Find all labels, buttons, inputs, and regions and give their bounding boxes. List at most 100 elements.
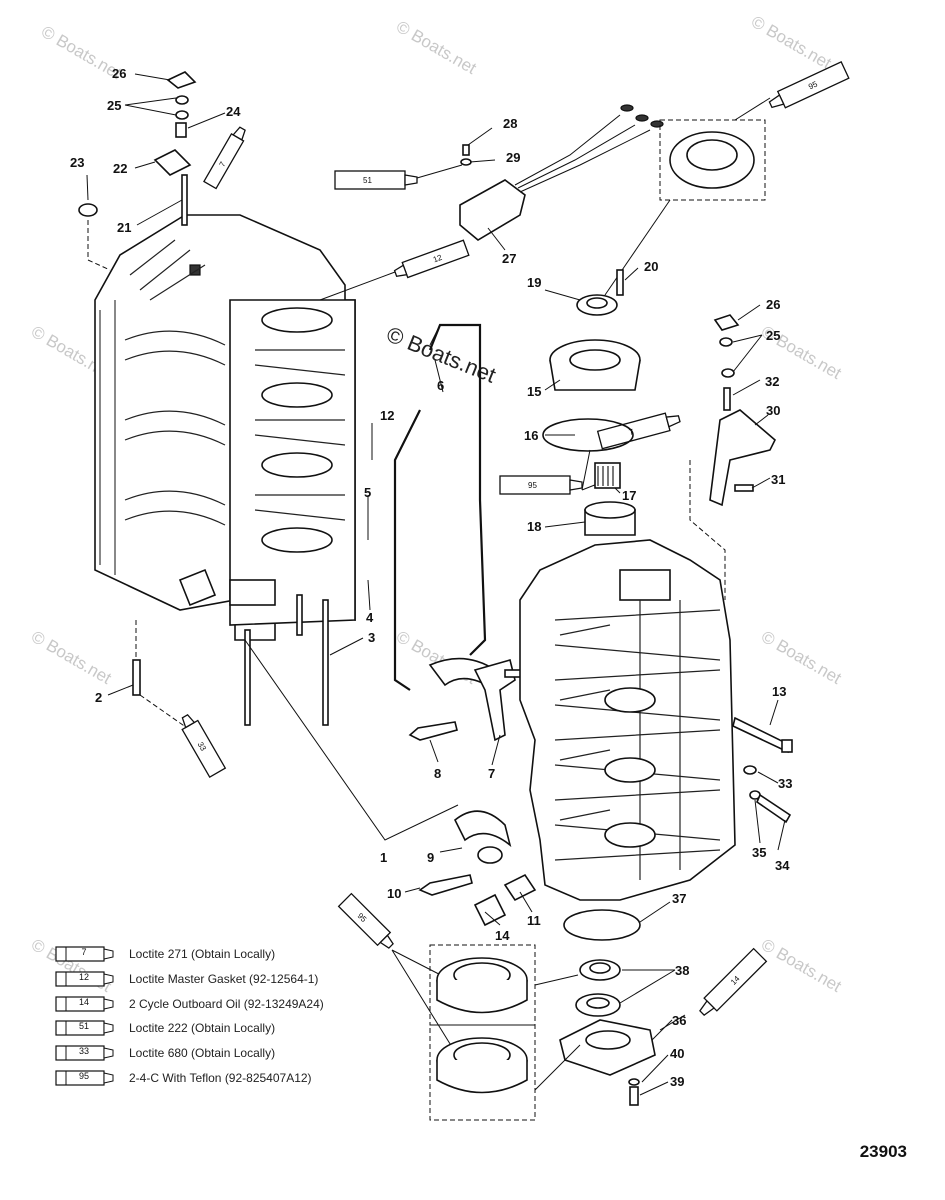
callout: 36 — [672, 1013, 686, 1028]
legend-label: 2 Cycle Outboard Oil (92-13249A24) — [129, 996, 324, 1011]
leader-lines — [86, 73, 786, 1096]
legend-label: 2-4-C With Teflon (92-825407A12) — [129, 1070, 312, 1085]
leader-1 — [244, 639, 459, 841]
lower-bearing-parts — [559, 909, 656, 1106]
callout: 18 — [527, 519, 541, 534]
callout: 26 — [112, 66, 126, 81]
callout: 16 — [524, 428, 538, 443]
legend-code: 33 — [78, 1046, 89, 1057]
legend-code: 14 — [78, 996, 89, 1007]
callout: 27 — [502, 251, 516, 266]
legend-item: 14 2 Cycle Outboard Oil (92-13249A24) — [55, 991, 475, 1016]
callout: 9 — [427, 850, 434, 865]
tube-icon: 14 — [55, 996, 119, 1012]
legend-item: 7 Loctite 271 (Obtain Locally) — [55, 942, 475, 967]
callout: 20 — [644, 259, 658, 274]
callout: 33 — [778, 776, 792, 791]
legend-label: Loctite 271 (Obtain Locally) — [129, 947, 276, 962]
callout: 23 — [70, 155, 84, 170]
legend-item: 33 Loctite 680 (Obtain Locally) — [55, 1041, 475, 1066]
callout: 34 — [775, 858, 790, 873]
legend-item: 12 Loctite Master Gasket (92-12564-1) — [55, 967, 475, 992]
legend-code: 51 — [78, 1021, 89, 1032]
callout: 8 — [434, 766, 441, 781]
tube-icon: 7 — [55, 946, 119, 962]
callout: 6 — [437, 378, 444, 393]
legend-code: 95 — [78, 1070, 89, 1081]
callout: 25 — [766, 328, 780, 343]
tube-label: 7 — [218, 160, 228, 169]
crankcase-block-right — [519, 539, 736, 901]
callout: 5 — [364, 485, 371, 500]
leader — [319, 271, 396, 301]
tube-label: 12 — [432, 253, 444, 265]
cylinder-block-left — [94, 214, 356, 641]
callout: 35 — [752, 845, 766, 860]
tube-icon: 95 — [55, 1070, 119, 1086]
callout: 14 — [495, 928, 510, 943]
tube-icon: 12 — [55, 971, 119, 987]
oil-tube-6 — [393, 323, 487, 691]
legend-item: 95 2-4-C With Teflon (92-825407A12) — [55, 1065, 475, 1090]
callout: 37 — [672, 891, 686, 906]
callout: 28 — [503, 116, 517, 131]
legend-code: 7 — [81, 947, 87, 958]
legend-label: Loctite 680 (Obtain Locally) — [129, 1046, 276, 1061]
callout: 40 — [670, 1046, 684, 1061]
legend-label: Loctite 222 (Obtain Locally) — [129, 1021, 276, 1036]
legend-code: 12 — [78, 972, 89, 983]
callout: 10 — [387, 886, 401, 901]
tube-icon: 33 — [55, 1045, 119, 1061]
seal-detail-top — [604, 119, 766, 296]
sensor-27 — [459, 104, 664, 241]
callout: 29 — [506, 150, 520, 165]
watermark: © Boats.net — [748, 12, 835, 73]
bolts-right — [732, 716, 793, 824]
callout: 2 — [95, 690, 102, 705]
watermark: © Boats.net — [758, 935, 845, 996]
tube-icon: 51 — [55, 1020, 119, 1037]
callout: 25 — [107, 98, 121, 113]
callout: 22 — [113, 161, 127, 176]
tube-label: 95 — [807, 79, 819, 91]
callout: 39 — [670, 1074, 684, 1089]
callout: 24 — [226, 104, 241, 119]
bearing-caps — [408, 657, 537, 927]
leader — [734, 97, 771, 121]
watermark: © Boats.net — [28, 627, 115, 688]
callout: 7 — [488, 766, 495, 781]
callout: 38 — [675, 963, 689, 978]
watermark: © Boats.net — [393, 17, 480, 78]
watermark: © Boats.net — [758, 627, 845, 688]
legend-label: Loctite Master Gasket (92-12564-1) — [129, 972, 319, 987]
seal-detail-bottom — [429, 944, 581, 1121]
callout: 3 — [368, 630, 375, 645]
callout: 31 — [771, 472, 785, 487]
callout: 21 — [117, 220, 131, 235]
upper-bearing-housing — [542, 269, 641, 536]
right-hardware — [689, 314, 776, 600]
callout: 12 — [380, 408, 394, 423]
callout: 19 — [527, 275, 541, 290]
studs — [244, 594, 329, 726]
callout: 30 — [766, 403, 780, 418]
callout: 13 — [772, 684, 786, 699]
sealant-legend: 7 Loctite 271 (Obtain Locally) 12 Loctit… — [55, 942, 475, 1090]
small-parts-upper-left — [78, 71, 197, 271]
callout: 1 — [380, 850, 387, 865]
callout: 32 — [765, 374, 779, 389]
leader — [416, 164, 463, 179]
callout: 26 — [766, 297, 780, 312]
callout: 15 — [527, 384, 541, 399]
callout-numbers: 1 2 3 4 5 6 7 8 9 10 11 12 13 14 15 16 1… — [70, 66, 792, 1089]
tube-label: 95 — [528, 481, 537, 490]
sealant-tubes: 7 12 51 95 7 95 — [181, 60, 850, 1061]
callout: 11 — [527, 913, 541, 928]
tube-label: 51 — [363, 176, 372, 185]
legend-item: 51 Loctite 222 (Obtain Locally) — [55, 1016, 475, 1041]
part-2-stud — [132, 620, 191, 731]
callout: 4 — [366, 610, 374, 625]
drawing-number: 23903 — [859, 1142, 907, 1161]
callout: 17 — [622, 488, 636, 503]
